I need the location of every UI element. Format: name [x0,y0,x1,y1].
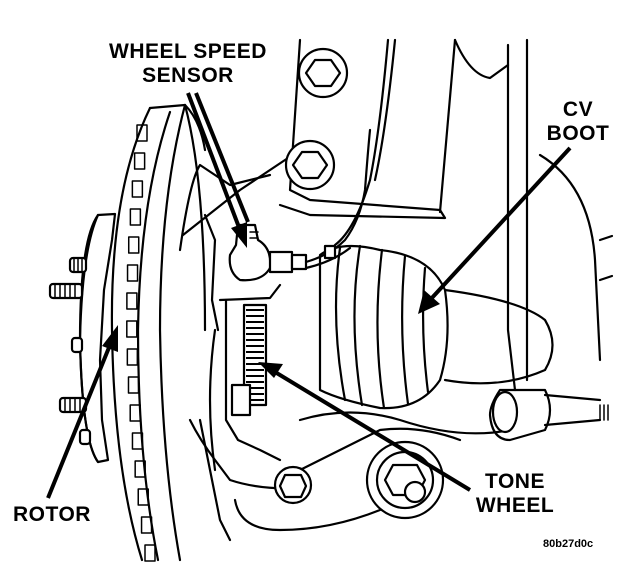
wheel-speed-sensor-label: WHEEL SPEED SENSOR [88,40,288,88]
rotor-vane [136,124,148,142]
strut-bracket [278,38,529,392]
arrowhead-tone-wheel [258,362,283,378]
rotor-vane [144,544,156,562]
rotor-vane [126,264,139,282]
rotor-vane [129,404,141,422]
leader-cv-boot [428,146,572,302]
cv-boot-label-line2: BOOT [546,122,610,145]
cv-boot-label-line1: CV [562,98,594,121]
rotor-label-line1: ROTOR [13,503,91,526]
rotor-vane [137,488,149,506]
cv-boot-label: CV BOOT [538,98,618,146]
tone-wheel-label-line1: TONE [485,470,545,493]
rotor-vane [127,236,140,254]
tone-wheel-drawing [230,303,268,417]
rotor-vane [126,348,139,366]
brake-rotor [110,103,207,562]
rotor-vane [134,460,146,478]
wheel-studs [48,256,92,446]
steering-knuckle [178,148,302,542]
rotor-vane [133,152,146,170]
rotor-vane [131,180,144,198]
figure-code: 80b27d0c [543,538,594,550]
rotor-vane [126,292,138,310]
leader-wheel-speed-sensor-2 [194,92,250,223]
cv-boot-drawing [318,153,614,410]
wheel-speed-sensor-label-line2: SENSOR [142,64,234,87]
rotor-vent-vanes [126,124,156,562]
arrowhead-rotor [102,325,118,352]
tone-wheel-label-line2: WHEEL [475,494,555,517]
leader-tone-wheel [273,370,472,492]
leader-rotor [46,344,112,499]
rotor-vane [127,376,140,394]
arrowhead-cv-boot [418,290,440,314]
leader-wheel-speed-sensor-1 [186,92,242,231]
arrowhead-wheel-speed-sensor-1 [231,222,247,248]
tone-wheel-label: TONE WHEEL [470,470,560,518]
callout-leaders [46,92,572,499]
rotor-vane [129,208,142,226]
rotor-vane [140,516,153,534]
rotor-label: ROTOR [4,503,100,527]
wheel-speed-sensor-label-line1: WHEEL SPEED [109,40,267,63]
rotor-vane [126,320,138,338]
rotor-vane [131,432,144,450]
